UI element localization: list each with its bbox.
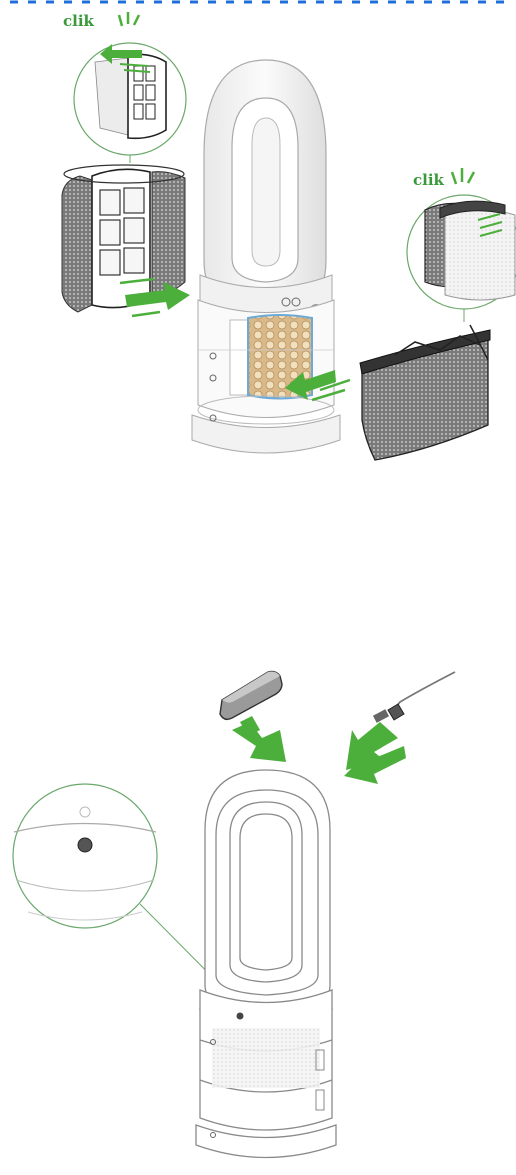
purifier-device-bottom	[196, 770, 336, 1158]
right-filter-shell	[360, 325, 490, 460]
click-indicator-icon	[119, 12, 139, 26]
click-indicator-icon	[452, 168, 474, 184]
right-zoom-callout	[407, 195, 516, 309]
left-zoom-callout	[74, 43, 186, 155]
right-click-label: clik	[413, 171, 445, 189]
remote-control-icon	[220, 672, 282, 720]
sensor-zoom-callout	[13, 784, 157, 928]
insert-arrow-icon	[344, 722, 406, 784]
device-mesh	[212, 1028, 320, 1088]
power-cord-icon	[373, 672, 455, 723]
purifier-device-top	[192, 60, 340, 453]
sensor-dot	[237, 1013, 244, 1020]
insert-arrow-icon	[232, 716, 286, 762]
left-click-label: clik	[63, 12, 95, 30]
